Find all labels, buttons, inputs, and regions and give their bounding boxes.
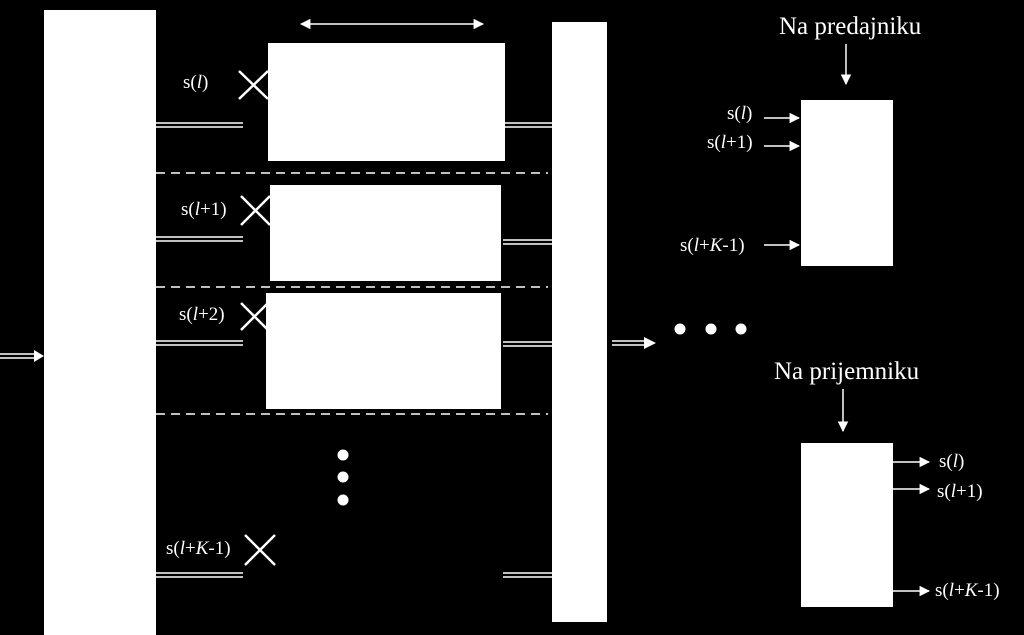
- horizontal-ellipsis: [674, 323, 747, 335]
- output-arrow: [612, 337, 656, 349]
- signal-label-l: s(l): [183, 72, 209, 93]
- dashed-separators: [156, 172, 548, 415]
- signal-label-l-plus-2: s(l+2): [179, 304, 225, 325]
- transmitter-input-arrows: [764, 112, 801, 251]
- left-block: [44, 10, 156, 635]
- receiver-title: Na prijemniku: [774, 358, 920, 385]
- receiver-output-l: s(l): [939, 451, 965, 472]
- branch-block-0: [268, 43, 505, 161]
- left-double-lines: [156, 122, 243, 578]
- multiplier-marks: [238, 70, 276, 566]
- receiver-output-l-plus-1: s(l+1): [937, 481, 983, 502]
- transmitter-block: [801, 100, 893, 266]
- transmitter-input-l: s(l): [727, 103, 753, 124]
- branch-block-1: [270, 185, 501, 281]
- right-block: [552, 22, 607, 622]
- branch-block-2: [266, 293, 501, 409]
- input-arrow: [0, 350, 44, 362]
- transmitter-input-l-plus-1: s(l+1): [707, 132, 753, 153]
- right-double-lines: [503, 122, 552, 578]
- transmitter-title: Na predajniku: [779, 13, 922, 40]
- receiver-output-arrows: [893, 456, 931, 597]
- vertical-ellipsis: [337, 449, 349, 506]
- signal-label-l-plus-1: s(l+1): [181, 199, 227, 220]
- signal-label-l-plus-k-minus-1: s(l+K-1): [166, 538, 231, 559]
- receiver-block: [801, 443, 893, 607]
- receiver-output-l-plus-k-minus-1: s(l+K-1): [935, 580, 1000, 601]
- transmitter-input-l-plus-k-minus-1: s(l+K-1): [680, 235, 745, 256]
